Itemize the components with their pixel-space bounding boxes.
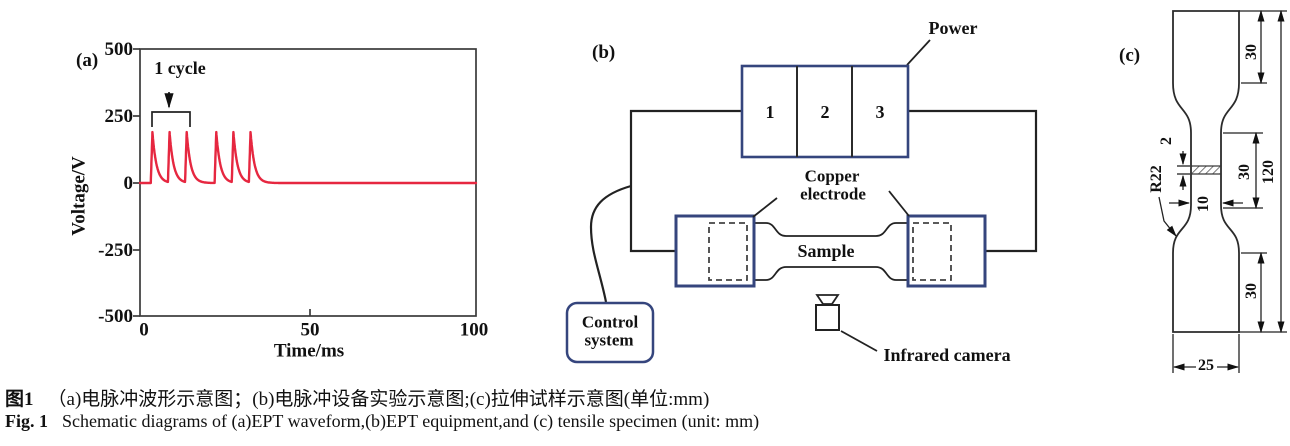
dim-total-120: 120: [1260, 160, 1277, 184]
gauge-mark-hatch: [1190, 165, 1222, 175]
power-cell-2: 2: [820, 102, 830, 122]
copper-electrode-leader-right: [888, 190, 910, 217]
y-tick-label-0: 0: [123, 173, 134, 194]
y-tick-label-250: 250: [104, 106, 134, 127]
dim-gauge-10: 10: [1195, 196, 1212, 212]
camera-leader-line: [840, 330, 878, 352]
caption-zh-label: 图1: [5, 389, 34, 410]
y-tick-label-n500: -500: [98, 306, 133, 327]
dim-radius-r22: R22: [1148, 165, 1165, 193]
cycle-bracket: [151, 111, 191, 127]
left-electrode-dashed-insert: [708, 222, 748, 281]
power-cell-1: 1: [765, 102, 775, 122]
caption-en: Fig. 1 Schematic diagrams of (a)EPT wavef…: [5, 411, 759, 432]
right-circuit-wire: [908, 109, 1038, 253]
y-tick-label-n250: -250: [98, 240, 133, 261]
dimension-lines: [1158, 9, 1287, 373]
x-axis-title: Time/ms: [273, 340, 345, 362]
right-copper-electrode: [906, 214, 987, 288]
copper-electrode-leader-left: [752, 197, 778, 218]
power-cell-3: 3: [875, 102, 885, 122]
caption-en-text: Schematic diagrams of (a)EPT waveform,(b…: [62, 411, 760, 431]
panel-a-label: (a): [76, 50, 99, 71]
panel-a-chart: [133, 48, 478, 317]
control-system-label-line2: system: [584, 330, 634, 350]
left-circuit-wire: [629, 109, 742, 253]
sample-outline-top: [754, 222, 908, 237]
sample-outline-bottom: [754, 266, 908, 281]
infrared-camera-label: Infrared camera: [883, 345, 1011, 365]
dim-grip-25: 25: [1198, 357, 1214, 374]
y-tick-label-500: 500: [104, 39, 134, 60]
x-tick-label-100: 100: [459, 319, 489, 341]
copper-electrode-label-line1: Copper: [804, 166, 860, 186]
copper-electrode-label-line2: electrode: [800, 184, 866, 204]
caption-zh: 图1 （a)电脉冲波形示意图；(b)电脉冲设备实验示意图;(c)拉伸试样示意图(单…: [5, 384, 709, 411]
dim-top-30: 30: [1243, 44, 1260, 60]
control-system-box: [565, 301, 655, 364]
voltage-waveform: [138, 130, 478, 185]
panel-c-label: (c): [1119, 45, 1141, 66]
x-tick-label-0: 0: [139, 319, 149, 341]
x-tick-label-50: 50: [300, 319, 320, 341]
caption-en-label: Fig. 1: [5, 411, 48, 431]
sample-label: Sample: [797, 241, 855, 261]
panel-b-schematic: [565, 39, 1038, 364]
infrared-camera-icon: [815, 294, 840, 331]
cycle-annotation: 1 cycle: [154, 58, 206, 78]
power-label: Power: [928, 18, 978, 38]
panel-c-specimen: [1158, 9, 1287, 373]
panel-b-label: (b): [592, 42, 616, 63]
dim-bottom-30: 30: [1243, 283, 1260, 299]
dim-mark-2: 2: [1158, 137, 1175, 145]
control-cable: [589, 184, 632, 303]
left-copper-electrode: [674, 214, 756, 288]
y-axis-title: Voltage/V: [68, 156, 90, 236]
dim-middle-30: 30: [1236, 164, 1253, 180]
power-leader-line: [906, 39, 931, 66]
right-electrode-dashed-insert: [912, 222, 952, 281]
caption-zh-text: （a)电脉冲波形示意图；(b)电脉冲设备实验示意图;(c)拉伸试样示意图(单位:…: [47, 389, 710, 410]
power-box: [740, 64, 910, 159]
control-system-label-line1: Control: [581, 312, 639, 332]
